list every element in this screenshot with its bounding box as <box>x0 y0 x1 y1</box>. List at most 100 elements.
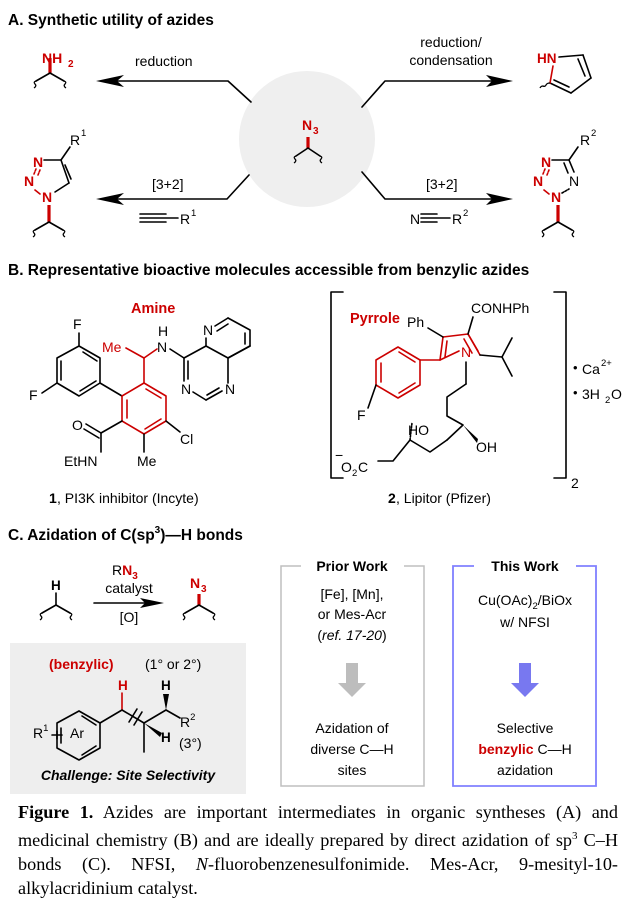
r1-sup: 1 <box>43 723 48 734</box>
atom-ethn: EtHN <box>64 453 97 469</box>
wavy-bond-icon <box>293 155 297 164</box>
atom-n: N <box>181 381 191 397</box>
atom-h-tertiary: H <box>161 730 171 745</box>
wavy-bond-icon <box>319 155 323 164</box>
reduction-condensation-label-2: condensation <box>409 52 492 68</box>
atom-f: F <box>73 316 82 332</box>
triazole-r-sup: 1 <box>81 128 86 139</box>
reduction-arrow <box>109 80 252 103</box>
triazole-r: R <box>70 132 80 148</box>
triazole-n1: N <box>42 189 52 205</box>
arrowhead-left-icon <box>96 193 124 205</box>
tetrazole-n2: N <box>551 189 561 205</box>
reduction-label: reduction <box>135 53 193 69</box>
atom-h-benzylic: H <box>118 678 128 693</box>
pyrrole-product: HN <box>537 51 592 94</box>
this-work-box: This Work Cu(OAc)2/BiOx w/ NFSI Selectiv… <box>452 558 597 787</box>
molecule-2-caption: , Lipitor (Pfizer) <box>396 490 491 506</box>
benzylic-highlight: benzylic <box>478 741 533 757</box>
arrowhead-right-icon <box>486 193 513 205</box>
molecule-2-number: 2 <box>388 490 396 506</box>
tertiary-label: (3°) <box>179 735 202 751</box>
catalyst-cu: Cu(OAc) <box>478 592 532 608</box>
alkyne-r-sup: 1 <box>191 208 196 219</box>
amine-product: NH 2 <box>33 50 74 89</box>
salt-water-o: O <box>611 386 622 402</box>
wavy-bond-icon <box>32 229 36 238</box>
molecule-2-lipitor: 2 Pyrrole Ph CONHPh N F HO OH − O 2 C <box>330 291 622 506</box>
ar-label: Ar <box>70 725 84 741</box>
wavy-bond-icon <box>182 612 186 621</box>
molecule-1-caption: , PI3K inhibitor (Incyte) <box>57 490 199 506</box>
this-work-result-2: C—H <box>534 741 572 757</box>
reduction-condensation-label-1: reduction/ <box>420 34 482 50</box>
triazole-product: R 1 N N N <box>24 128 86 238</box>
tetrazole-product: R 2 N N N N <box>533 128 596 238</box>
catalyst-label: catalyst <box>105 580 153 596</box>
this-work-title: This Work <box>491 558 559 574</box>
panel-c-title: C. Azidation of C(sp3)—H bonds <box>8 525 243 544</box>
atom-h: H <box>158 323 168 339</box>
center-azide-n: N <box>302 117 312 133</box>
atom-o: O <box>72 417 83 433</box>
atom-cl: Cl <box>180 431 193 447</box>
atom-n: N <box>157 339 167 355</box>
arrowhead-left-icon <box>96 75 124 87</box>
challenge-content: (benzylic) (1° or 2°) H H H R1 Ar R2 (3°… <box>33 656 216 783</box>
product-sub: 3 <box>201 584 207 595</box>
amine-sub: 2 <box>68 59 74 70</box>
molecule-1-pi3k-inhibitor: Amine F F Me H N N N N O EtHN Me Cl <box>29 301 251 506</box>
tetrazole-r-sup: 2 <box>591 128 596 139</box>
wavy-bond-icon <box>62 229 66 238</box>
oxidant-label: [O] <box>120 609 139 625</box>
wavy-bond-icon <box>33 80 37 89</box>
triazole-n2: N <box>24 173 34 189</box>
bracket-right <box>553 291 567 479</box>
atom-o: O <box>341 459 352 475</box>
atom-ph: Ph <box>407 314 424 330</box>
ref-text: ref. 17-20 <box>322 627 382 643</box>
atom-me: Me <box>137 453 157 469</box>
alkyne-r: R <box>180 211 190 227</box>
prior-work-result-1: Azidation of <box>315 720 388 736</box>
center-azide-sub: 3 <box>313 126 319 137</box>
azide-product: N 3 <box>182 575 216 621</box>
amine-nh: NH <box>42 50 62 66</box>
caption-part-1: Azides are important intermediates in or… <box>18 802 618 851</box>
this-work-result-3: azidation <box>497 762 553 778</box>
svg-text:C. Azidation of C(sp3)—H bonds: C. Azidation of C(sp3)—H bonds <box>8 525 243 544</box>
nitrile-r-sup: 2 <box>463 208 468 219</box>
atom-n: N <box>225 381 235 397</box>
svg-text:benzylic C—H: benzylic C—H <box>478 741 571 757</box>
this-work-result-1: Selective <box>497 720 554 736</box>
lipitor-multiplier: 2 <box>571 475 579 491</box>
catalyst-sub: 2 <box>532 601 537 612</box>
title-bond: — <box>165 527 181 544</box>
svg-text:R1: R1 <box>33 723 48 741</box>
tetrazole-n1: N <box>569 173 579 189</box>
salt-dot: • <box>573 360 578 375</box>
wavy-bond-icon <box>63 80 67 89</box>
panel-b-title: B. Representative bioactive molecules ac… <box>8 262 529 279</box>
wavy-bond-icon <box>39 612 43 621</box>
product-n: N <box>190 575 200 591</box>
hash-bond <box>409 422 413 441</box>
challenge-box <box>10 643 246 794</box>
primary-secondary-label: (1° or 2°) <box>145 656 201 672</box>
reagent-sub: 3 <box>132 571 138 582</box>
title-end: H bonds <box>181 527 243 544</box>
molecule-1-number: 1 <box>49 490 57 506</box>
atom-f: F <box>357 407 366 423</box>
r2: R <box>180 714 190 730</box>
r1: R <box>33 725 43 741</box>
atom-n: N <box>203 322 213 338</box>
amine-highlight-label: Amine <box>131 301 175 317</box>
atom-oh: OH <box>476 439 497 455</box>
down-arrow-icon <box>511 663 539 697</box>
triazole-conditions: [3+2] <box>152 176 184 192</box>
benzylic-label: (benzylic) <box>49 656 114 672</box>
tetrazole-r: R <box>580 132 590 148</box>
r2-sup: 2 <box>190 712 195 723</box>
figure-caption: Figure 1. Azides are important intermedi… <box>18 800 618 900</box>
title-pre: C. Azidation of C(sp <box>8 527 155 544</box>
